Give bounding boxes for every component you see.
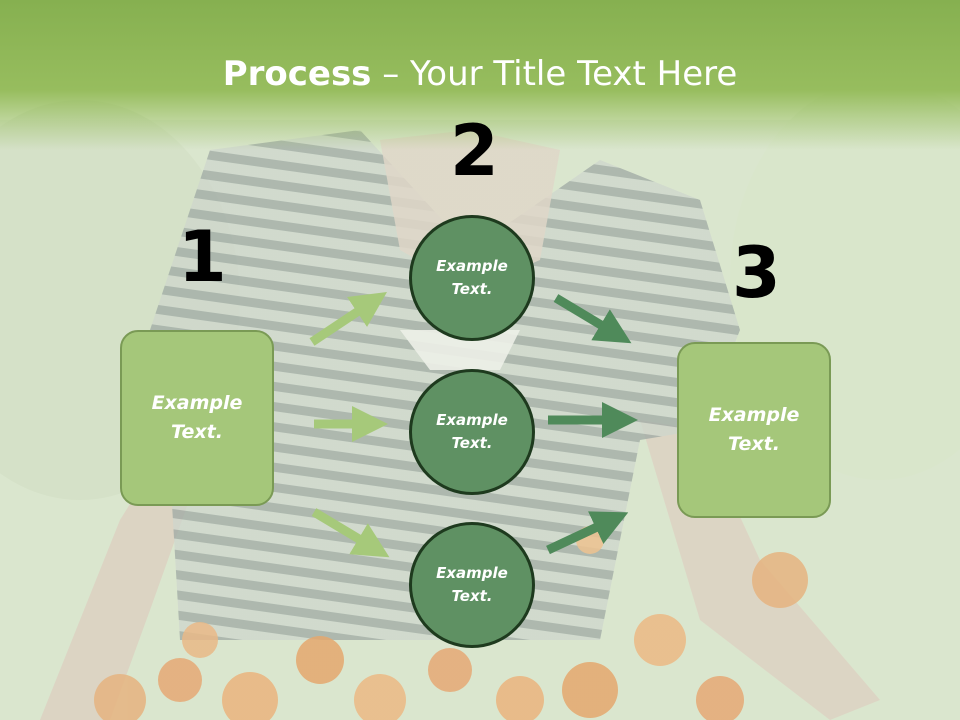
circle-bottom: Example Text. [409,522,535,648]
step-number-1: 1 [178,216,227,298]
title-bold: Process [222,54,372,94]
right-box: Example Text. [677,342,831,518]
circle-top: Example Text. [409,215,535,341]
circle-middle-text: Example Text. [436,411,508,452]
title-band [0,0,960,150]
slide-title: Process – Your Title Text Here [0,52,960,96]
arrow-bottom-to-right [546,511,629,555]
step-number-2: 2 [450,110,499,192]
left-box: Example Text. [120,330,274,506]
circle-top-text: Example Text. [436,257,508,298]
arrow-top-to-right [553,294,632,344]
arrow-left-to-bottom [311,508,390,558]
left-box-text: Example Text. [151,392,243,443]
circle-bottom-text: Example Text. [436,564,508,605]
step-number-3: 3 [732,232,781,314]
circle-middle: Example Text. [409,369,535,495]
right-box-text: Example Text. [708,404,800,455]
arrow-left-to-top [309,292,387,346]
title-rest: – Your Title Text Here [371,54,738,94]
